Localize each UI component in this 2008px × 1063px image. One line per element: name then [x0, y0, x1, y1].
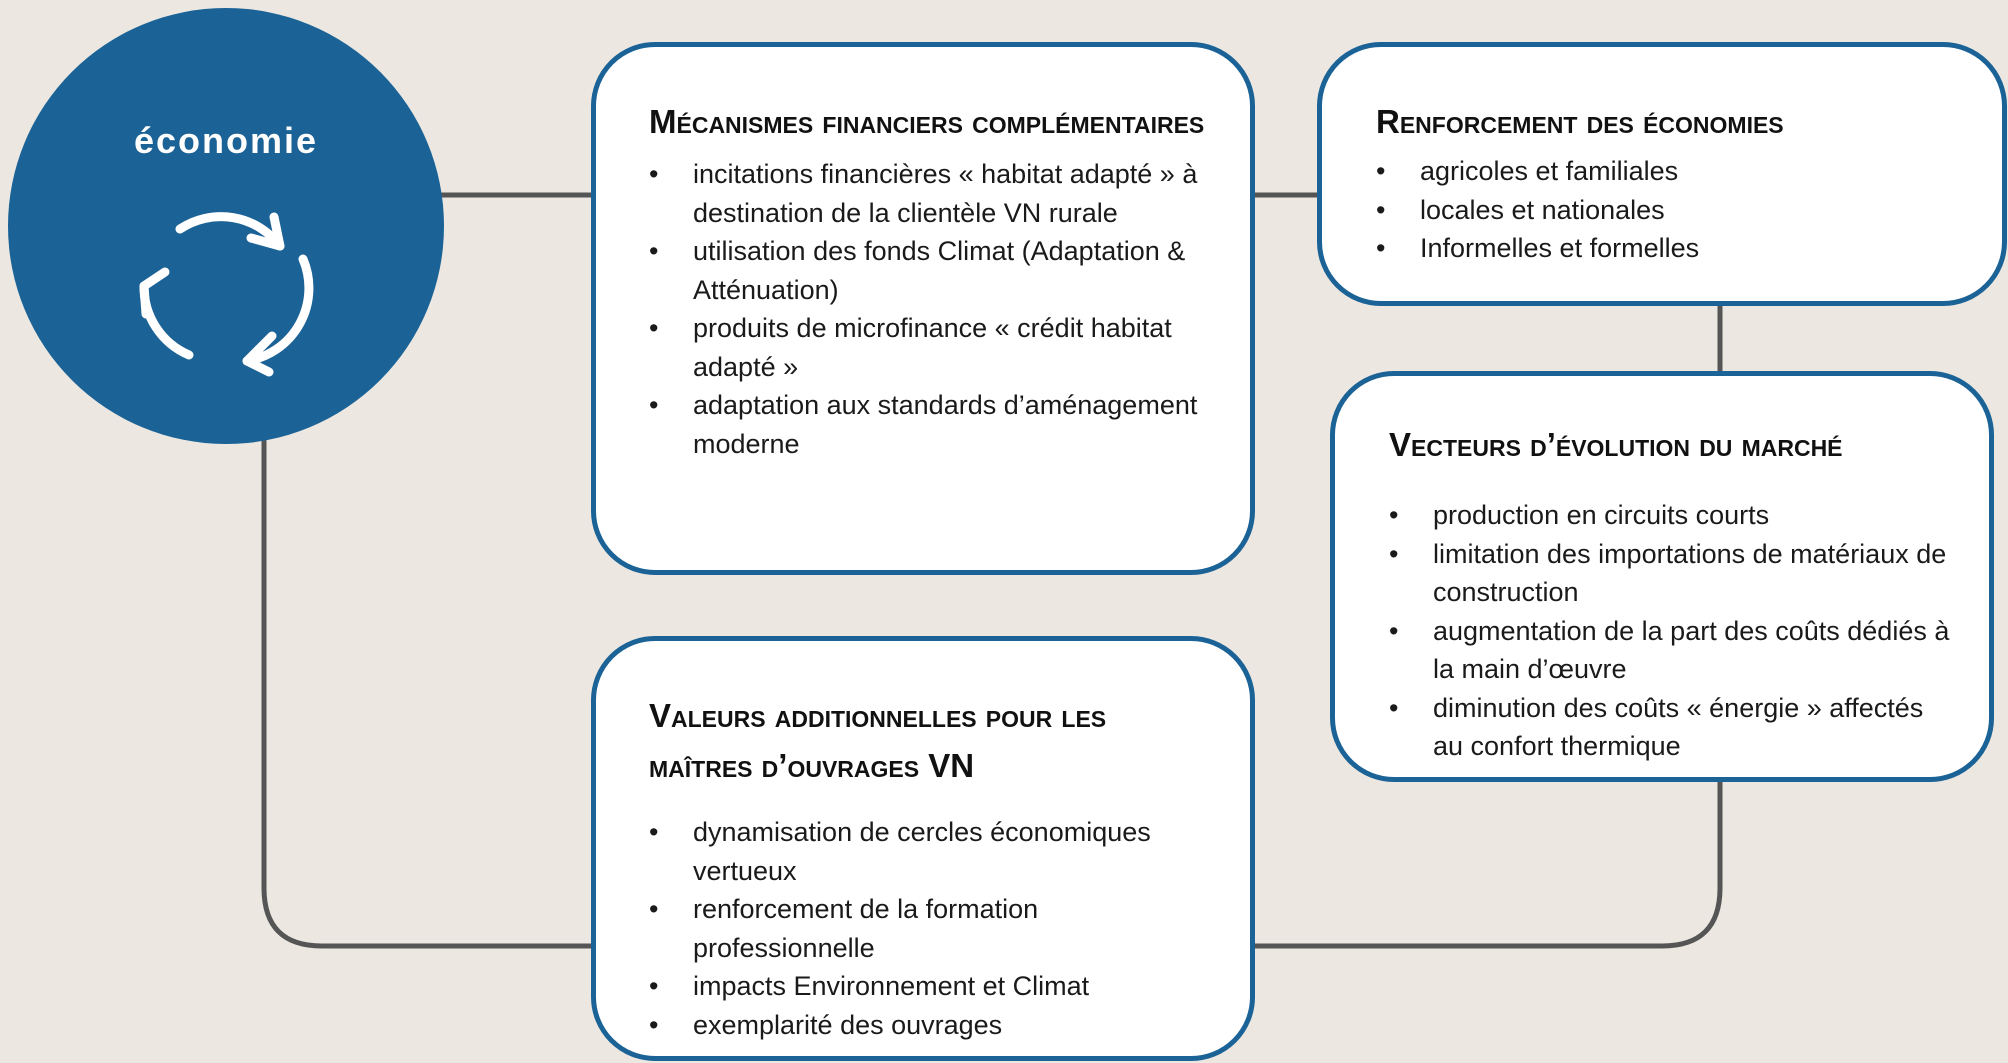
list-item: production en circuits courts	[1389, 496, 1959, 535]
bullet-list: dynamisation de cercles économiques vert…	[649, 813, 1210, 1044]
list-item: impacts Environnement et Climat	[649, 967, 1210, 1006]
list-item: Informelles et formelles	[1376, 229, 1972, 268]
list-item: limitation des importations de matériaux…	[1389, 535, 1959, 612]
box-additional-values: Valeurs additionnelles pour les maîtres …	[591, 636, 1255, 1061]
list-item: diminution des coûts « énergie » affecté…	[1389, 689, 1959, 766]
connector-circle-to-values	[261, 435, 593, 949]
box-title: Valeurs additionnelles pour les maîtres …	[649, 697, 1107, 784]
list-item: incitations financières « habitat adapté…	[649, 155, 1210, 232]
box-economy-strengthening: Renforcement des économies agricoles et …	[1317, 42, 2007, 306]
box-financial-mechanisms: Mécanismes financiers complémentaires in…	[591, 42, 1255, 575]
connector-market-to-values	[1253, 780, 1723, 949]
box-market-drivers: Vecteurs d’évolution du marché productio…	[1330, 371, 1994, 782]
economy-title: économie	[133, 120, 319, 161]
list-item: exemplarité des ouvrages	[649, 1006, 1210, 1045]
box-title: Vecteurs d’évolution du marché	[1389, 426, 1843, 463]
list-item: adaptation aux standards d’aménagement m…	[649, 386, 1210, 463]
box-title: Mécanismes financiers complémentaires	[649, 103, 1205, 140]
list-item: produits de microfinance « crédit habita…	[649, 309, 1210, 386]
list-item: augmentation de la part des coûts dédiés…	[1389, 612, 1959, 689]
bullet-list: production en circuits courts limitation…	[1389, 496, 1959, 766]
bullet-list: agricoles et familiales locales et natio…	[1376, 152, 1972, 268]
bullet-list: incitations financières « habitat adapté…	[649, 155, 1210, 463]
economy-circle: économie	[8, 8, 444, 444]
list-item: locales et nationales	[1376, 191, 1972, 230]
list-item: utilisation des fonds Climat (Adaptation…	[649, 232, 1210, 309]
refresh-cycle-icon	[139, 212, 314, 377]
list-item: renforcement de la formation professionn…	[649, 890, 1210, 967]
list-item: dynamisation de cercles économiques vert…	[649, 813, 1210, 890]
list-item: agricoles et familiales	[1376, 152, 1972, 191]
box-title: Renforcement des économies	[1376, 103, 1784, 140]
